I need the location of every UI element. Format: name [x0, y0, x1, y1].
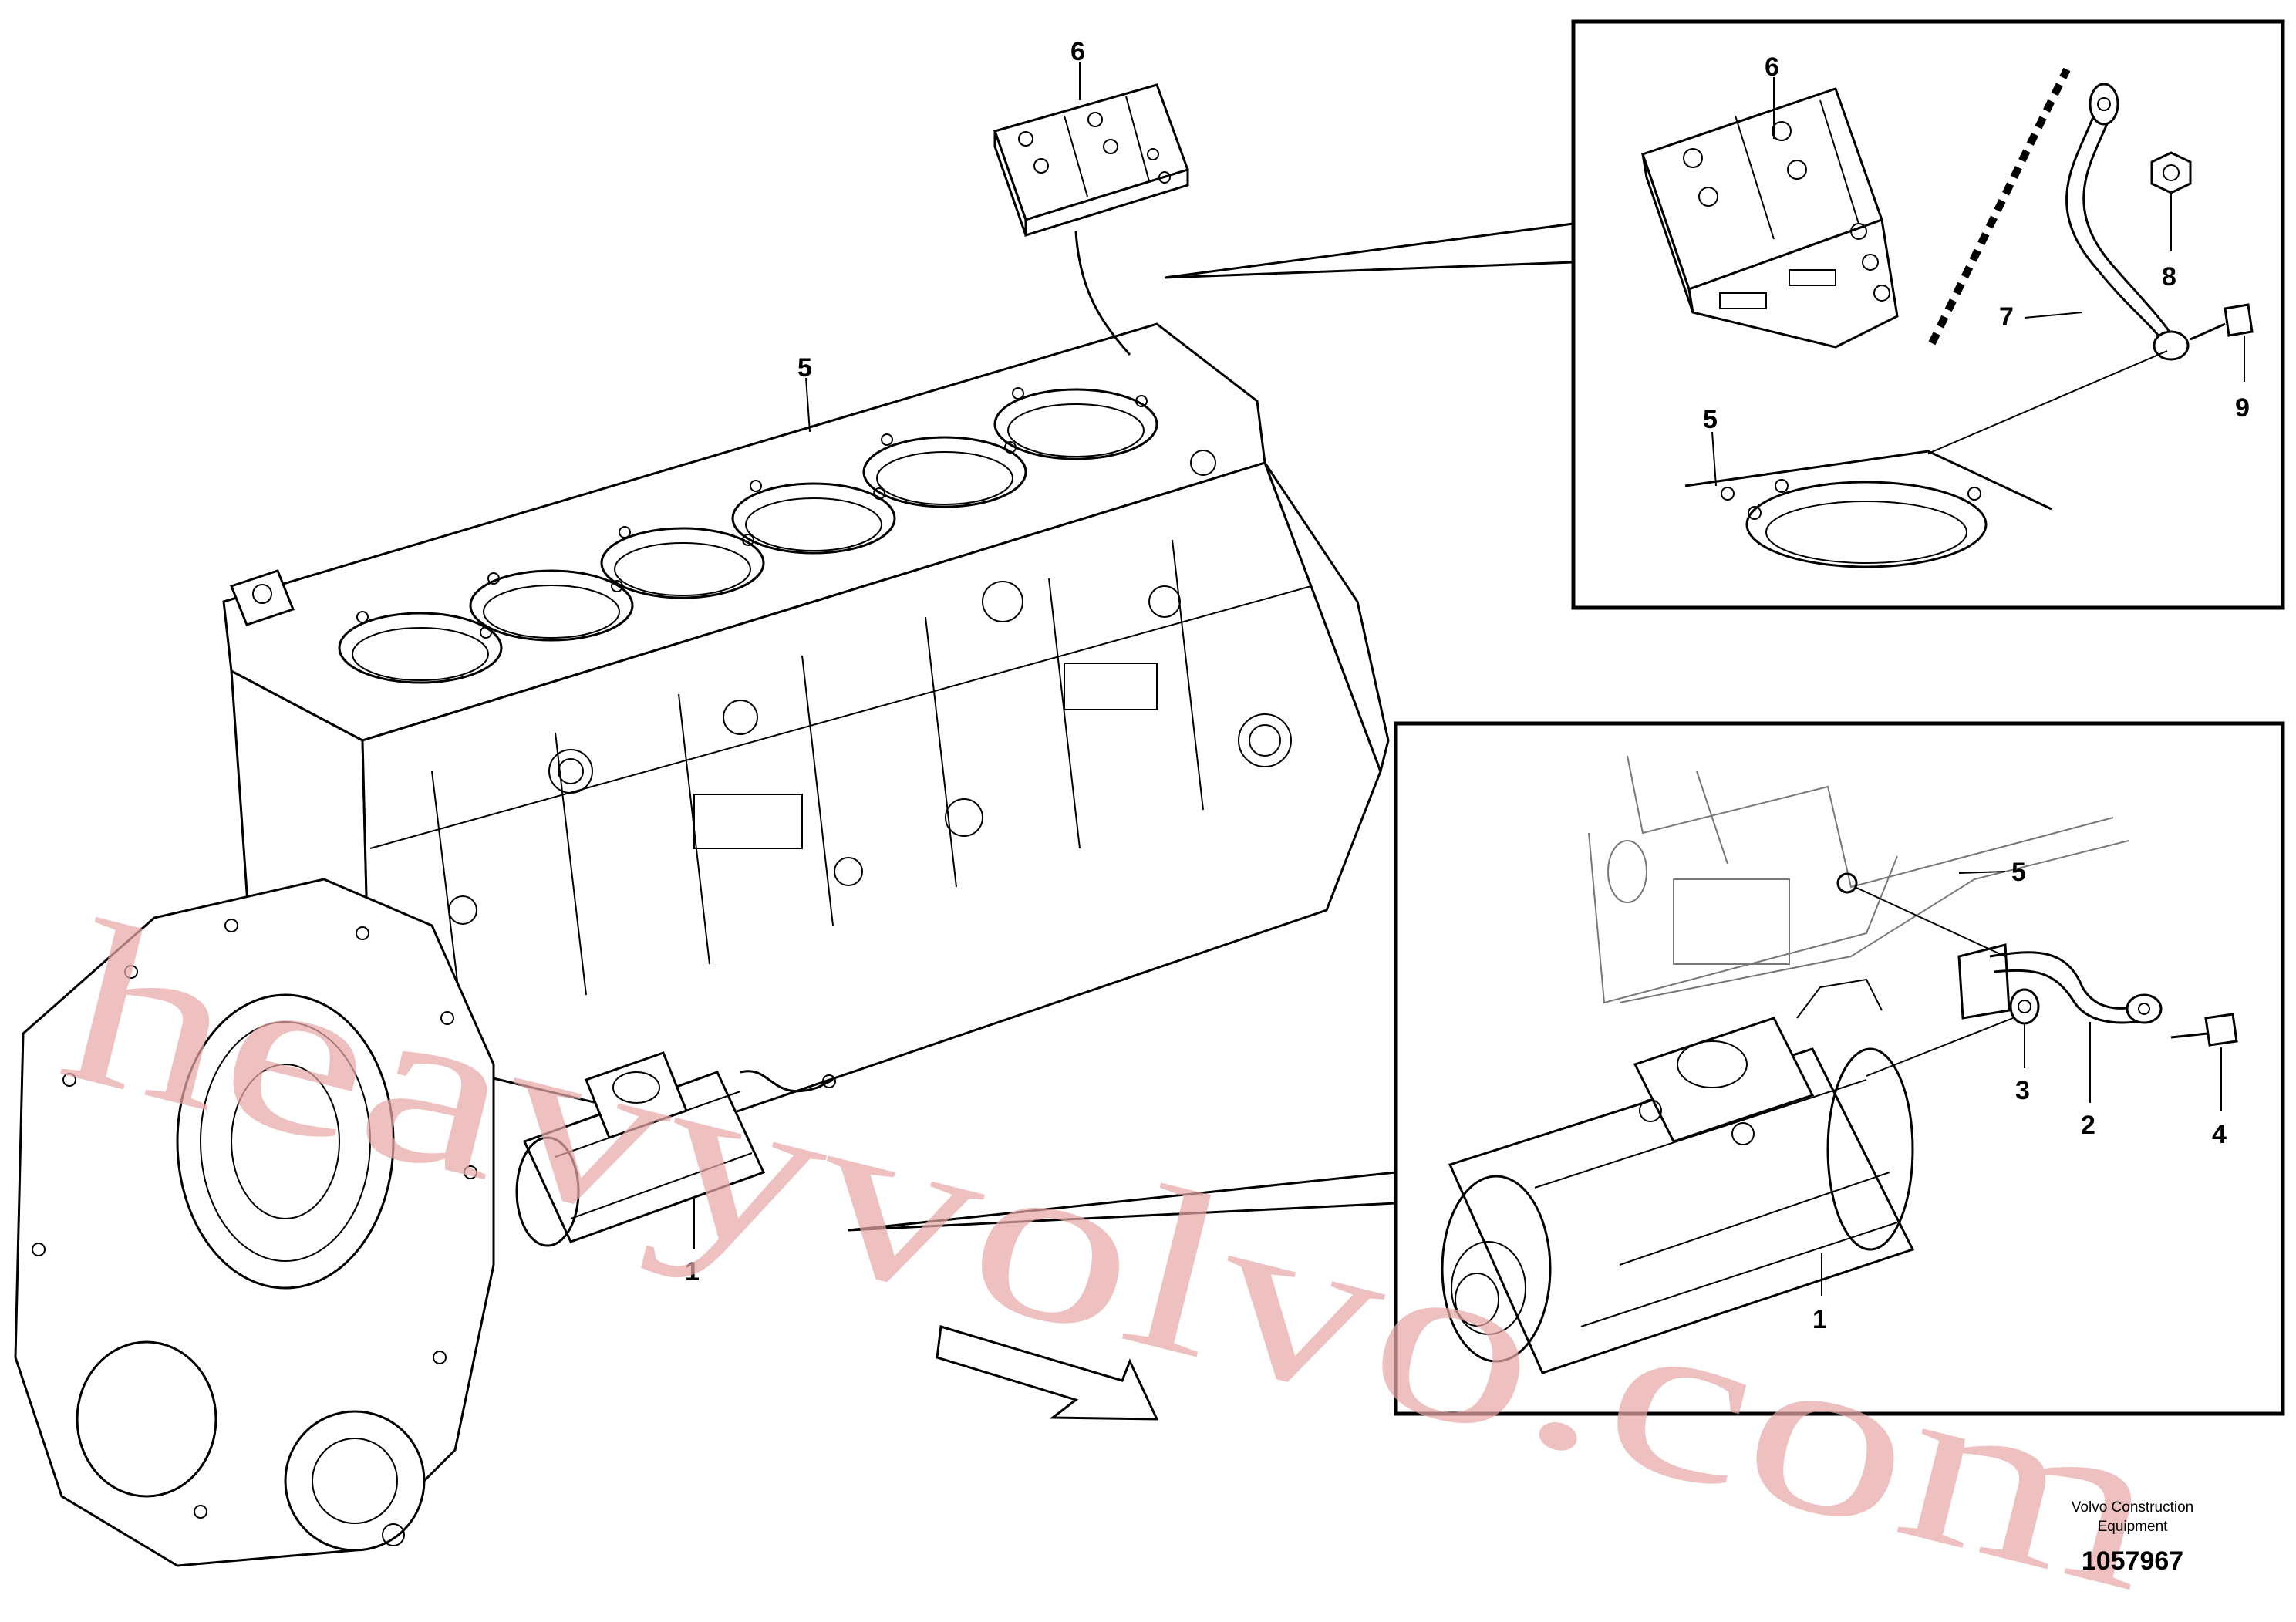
callout-main-5: 5 [797, 353, 812, 383]
drawing-number: 1057967 [2082, 1546, 2183, 1576]
callout-main-1: 1 [685, 1257, 700, 1286]
footer-company-line2: Equipment [2098, 1519, 2169, 1535]
callout-top-7: 7 [1999, 302, 2014, 332]
callout-top-5: 5 [1703, 405, 1718, 434]
footer-company-line1: Volvo Construction [2072, 1499, 2193, 1516]
starter-motor-main [515, 1051, 836, 1247]
callout-detail-2: 2 [2081, 1111, 2095, 1140]
callout-top-6: 6 [1765, 52, 1779, 82]
flywheel-housing [14, 878, 495, 1567]
detail-box-bottom: 5 3 2 4 1 [1394, 721, 2285, 1416]
callout-main-6: 6 [1070, 37, 1085, 66]
detail-box-top: 6 5 7 8 9 [1571, 19, 2285, 610]
main-callouts: 6 5 1 [685, 37, 1085, 1286]
control-unit-main [993, 83, 1189, 356]
callout-top-8: 8 [2162, 262, 2176, 292]
footer: Volvo Construction Equipment 1057967 [2072, 1499, 2193, 1576]
callout-detail-5: 5 [2011, 858, 2026, 887]
callout-detail-3: 3 [2015, 1076, 2030, 1105]
callout-detail-1: 1 [1812, 1305, 1827, 1334]
engine-block [222, 322, 1390, 1128]
callout-top-9: 9 [2235, 393, 2250, 423]
direction-arrow-icon [936, 1325, 1159, 1421]
callout-detail-4: 4 [2212, 1120, 2227, 1149]
